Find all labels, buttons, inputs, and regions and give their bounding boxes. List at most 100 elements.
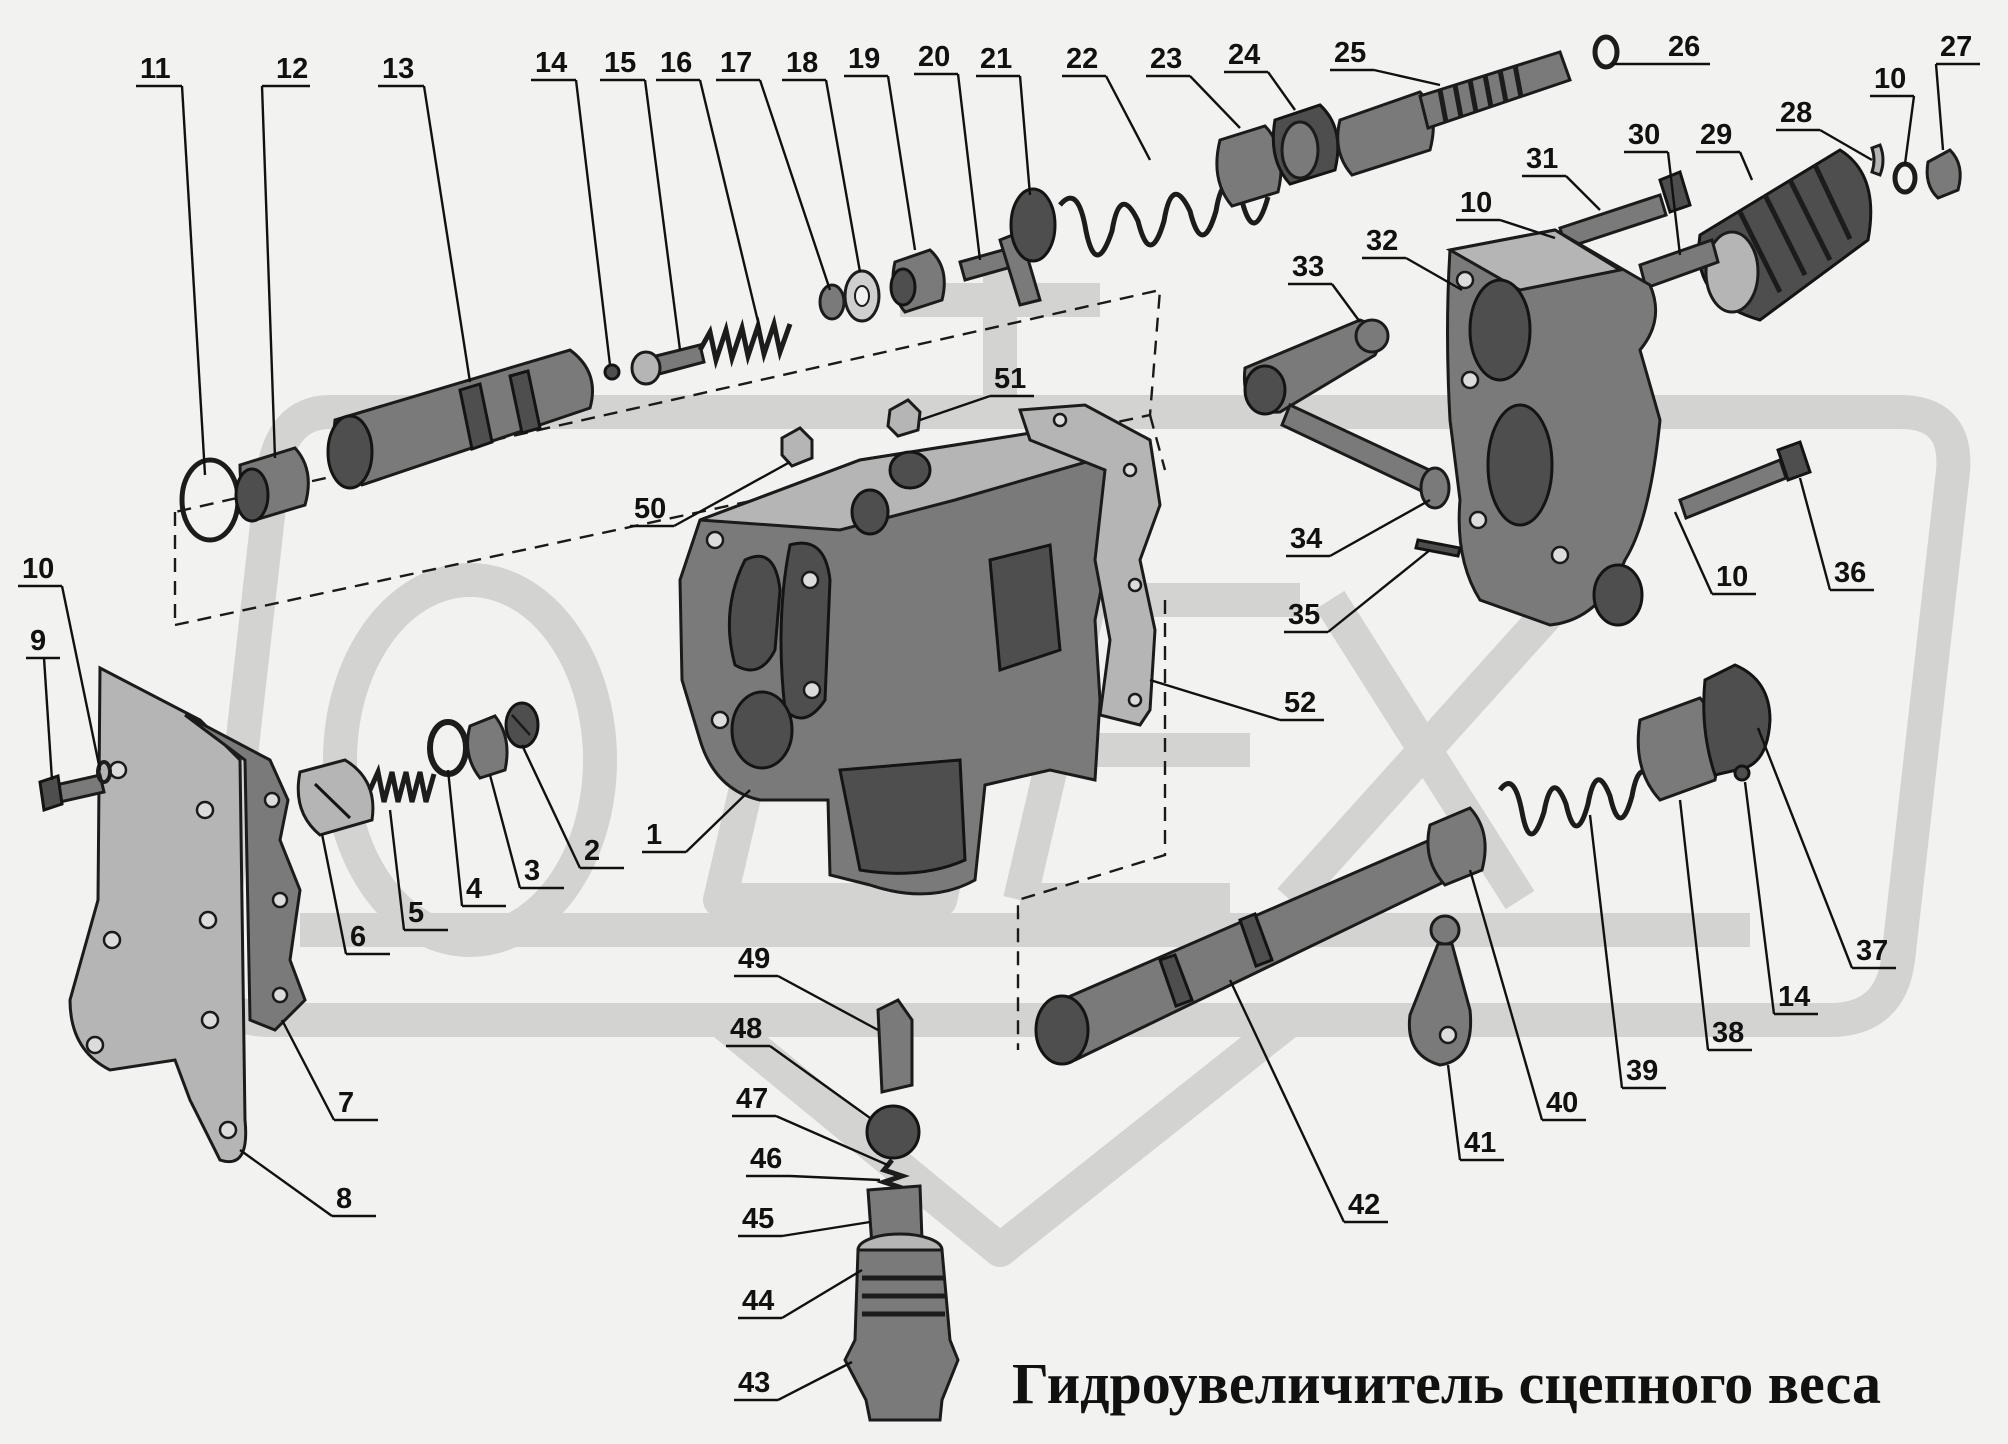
callout-52: 52 [1149, 678, 1324, 722]
part-valve-housing-cover [1445, 228, 1662, 627]
callout-46: 46 [746, 1143, 881, 1182]
callout-6: 6 [320, 833, 390, 956]
svg-text:10: 10 [22, 553, 54, 585]
callout-2: 2 [520, 744, 624, 870]
part-cover-plate [68, 665, 248, 1163]
callout-21: 21 [976, 43, 1032, 196]
callouts: 11 12 13 14 15 16 17 18 19 20 21 22 23 2… [18, 31, 1980, 1402]
callout-30: 30 [1624, 119, 1682, 256]
callout-10-left: 10 [18, 553, 102, 771]
callout-32: 32 [1362, 225, 1463, 292]
callout-47: 47 [732, 1083, 891, 1168]
callout-27: 27 [1934, 31, 1980, 151]
svg-text:24: 24 [1228, 39, 1260, 71]
part-check-ring [427, 719, 469, 777]
part-cover-gasket [184, 713, 307, 1032]
part-plug-left [780, 426, 814, 468]
part-adjusting-knob [1697, 148, 1873, 322]
part-spool-end-cap [234, 446, 310, 523]
svg-text:3: 3 [524, 855, 540, 887]
callout-22: 22 [1062, 43, 1152, 161]
part-pin [876, 998, 914, 1094]
callout-8: 8 [239, 1149, 376, 1218]
svg-text:2: 2 [584, 835, 600, 867]
part-spring-seat [818, 283, 846, 321]
callout-42: 42 [1228, 979, 1388, 1224]
svg-text:10: 10 [1874, 63, 1906, 95]
svg-text:8: 8 [336, 1183, 352, 1215]
part-spool-collar [1426, 806, 1487, 887]
callout-15: 15 [600, 47, 682, 351]
svg-text:37: 37 [1856, 935, 1888, 967]
callout-48: 48 [726, 1013, 871, 1119]
svg-text:46: 46 [750, 1143, 782, 1175]
svg-text:51: 51 [994, 363, 1026, 395]
part-check-spring [367, 763, 437, 803]
part-check-valve-seat [296, 758, 375, 837]
part-union-nut-small [889, 248, 946, 314]
svg-text:34: 34 [1290, 523, 1322, 555]
part-washer [843, 269, 881, 323]
part-knob-nut [1870, 143, 1885, 177]
svg-text:11: 11 [140, 53, 171, 85]
svg-text:9: 9 [30, 625, 46, 657]
svg-text:48: 48 [730, 1013, 762, 1045]
callout-16: 16 [656, 47, 762, 331]
part-valve-body [678, 428, 1112, 896]
callout-26: 26 [1612, 31, 1710, 66]
part-valve-stem [630, 343, 706, 386]
assembly-lines [173, 288, 1167, 1050]
callout-18: 18 [782, 47, 862, 273]
svg-text:45: 45 [742, 1203, 774, 1235]
svg-text:6: 6 [350, 921, 366, 953]
part-check-valve [466, 714, 509, 780]
svg-text:36: 36 [1834, 557, 1866, 589]
part-spool-end-cup [1702, 663, 1772, 777]
part-check-plug [504, 701, 540, 749]
svg-text:18: 18 [786, 47, 818, 79]
callout-40: 40 [1468, 869, 1586, 1122]
callout-25: 25 [1330, 37, 1441, 87]
part-cap-nut [1925, 148, 1962, 200]
part-fitting-body [843, 1248, 960, 1422]
svg-text:13: 13 [382, 53, 414, 85]
callout-10-knob: 10 [1870, 63, 1916, 165]
callout-29: 29 [1696, 119, 1754, 181]
svg-text:33: 33 [1292, 251, 1324, 283]
part-lock-washer-right [1892, 161, 1918, 195]
callout-49: 49 [734, 943, 879, 1032]
callout-19: 19 [844, 43, 917, 251]
svg-text:10: 10 [1716, 561, 1748, 593]
svg-text:41: 41 [1464, 1127, 1496, 1159]
callout-13: 13 [378, 53, 472, 383]
callout-3: 3 [488, 774, 564, 890]
callout-10-upper: 10 [1456, 187, 1556, 240]
part-cover-bolt [38, 773, 106, 812]
part-long-bolt [1678, 440, 1812, 520]
svg-text:7: 7 [338, 1087, 354, 1119]
svg-text:28: 28 [1780, 97, 1812, 129]
callout-45: 45 [738, 1203, 871, 1238]
callout-5: 5 [388, 809, 448, 932]
callout-4: 4 [446, 769, 506, 908]
callout-7: 7 [280, 1019, 378, 1122]
svg-text:52: 52 [1284, 687, 1316, 719]
callout-24: 24 [1224, 39, 1296, 111]
svg-text:14: 14 [535, 47, 567, 79]
part-lever-arm [1242, 318, 1390, 416]
svg-text:50: 50 [634, 493, 666, 525]
callout-23: 23 [1146, 43, 1241, 129]
part-adjusting-screw [1336, 50, 1572, 177]
callout-43: 43 [734, 1360, 853, 1402]
svg-text:27: 27 [1940, 31, 1972, 63]
callout-36: 36 [1798, 477, 1874, 592]
callout-12: 12 [260, 53, 310, 459]
svg-text:22: 22 [1066, 43, 1098, 75]
svg-text:29: 29 [1700, 119, 1732, 151]
svg-text:31: 31 [1526, 143, 1558, 175]
callout-11: 11 [136, 53, 207, 476]
part-fitting-spring [876, 1158, 910, 1191]
svg-text:25: 25 [1334, 37, 1366, 69]
svg-text:44: 44 [742, 1285, 774, 1317]
